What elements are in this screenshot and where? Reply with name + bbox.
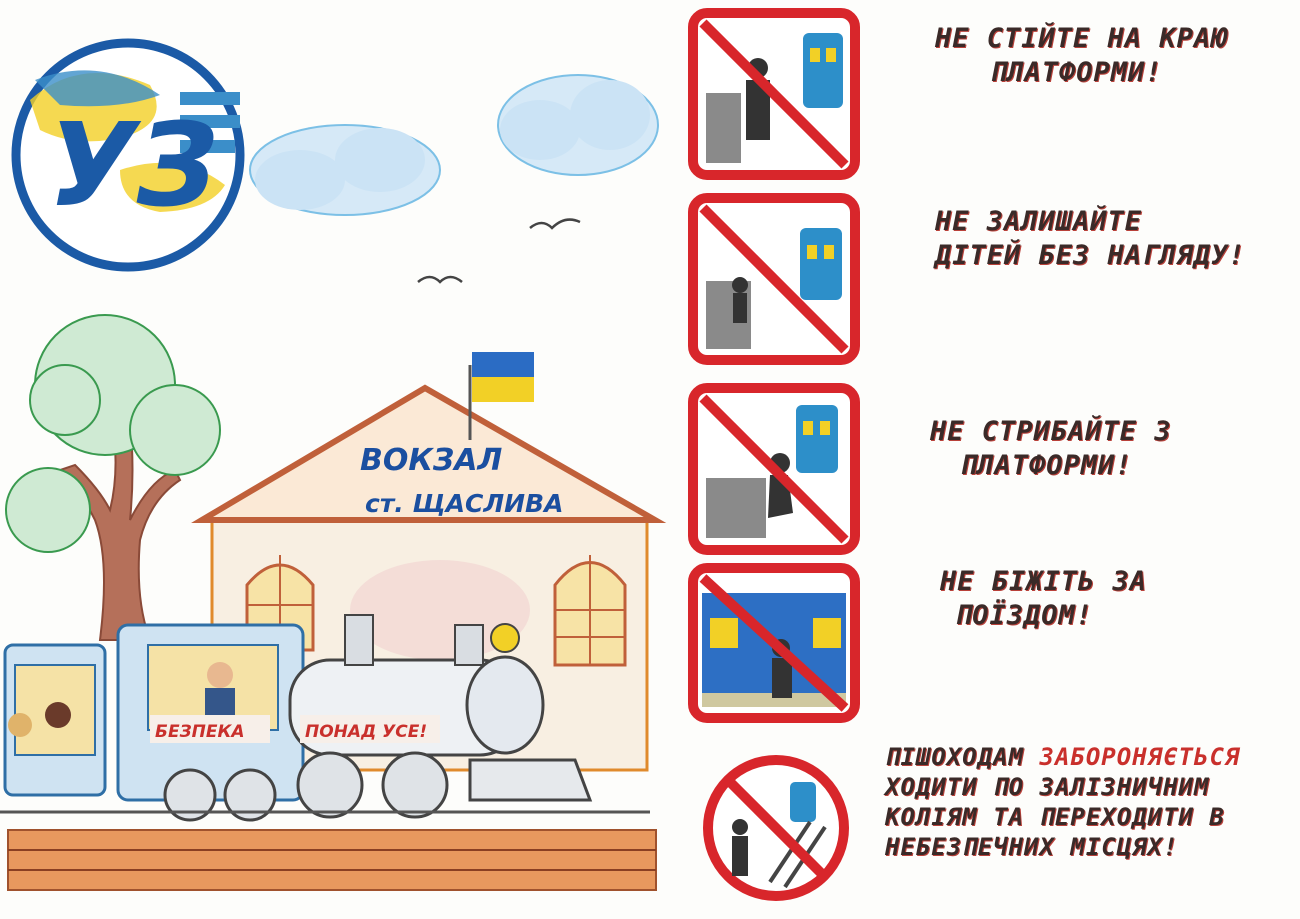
rule-3-line2: ПЛАТФОРМИ! <box>960 449 1133 481</box>
rule-3-text: НЕ СТРИБАЙТЕ З ПЛАТФОРМИ! <box>930 415 1172 483</box>
driver <box>207 662 233 688</box>
rule-5-line1: ПІШОХОДАМ ЗАБОРОНЯЄТЬСЯ <box>885 742 1240 772</box>
sign-jumping <box>688 383 860 555</box>
station-sign-line1: ВОКЗАЛ <box>360 443 502 478</box>
rule-2-text: НЕ ЗАЛИШАЙТЕ ДІТЕЙ БЕЗ НАГЛЯДУ! <box>935 205 1246 273</box>
train-banner-right: ПОНАД УСЕ! <box>305 722 427 742</box>
rule-5-line1-warn: ЗАБОРОНЯЄТЬСЯ <box>1039 743 1241 771</box>
rule-4-line1: НЕ БІЖІТЬ ЗА <box>940 566 1148 597</box>
sign-children <box>688 193 860 365</box>
logo-text: УЗ <box>48 99 218 233</box>
bird-2 <box>529 218 581 230</box>
train: БЕЗПЕКА ПОНАД УСЕ! <box>3 614 593 822</box>
rule-5-line3: КОЛІЯМ ТА ПЕРЕХОДИТИ В <box>885 803 1225 831</box>
rule-5-line4: НЕБЕЗПЕЧНИХ МІСЦЯХ! <box>885 833 1179 861</box>
rule-4-text: НЕ БІЖІТЬ ЗА ПОЇЗДОМ! <box>940 565 1147 633</box>
sign-platform-edge <box>688 8 860 180</box>
rule-3-line1: НЕ СТРИБАЙТЕ З <box>930 416 1172 447</box>
rule-4-line2: ПОЇЗДОМ! <box>955 599 1094 631</box>
uz-logo: УЗ <box>11 38 245 272</box>
bird-1 <box>417 275 463 284</box>
station-sign-line2: ст. ЩАСЛИВА <box>365 489 563 518</box>
rule-2-line1: НЕ ЗАЛИШАЙТЕ <box>935 206 1143 237</box>
platform <box>7 829 657 891</box>
sign-running <box>688 563 860 723</box>
rule-5-text: ПІШОХОДАМ ЗАБОРОНЯЄТЬСЯ ХОДИТИ ПО ЗАЛІЗН… <box>885 742 1240 862</box>
cloud-2 <box>497 74 659 176</box>
tree <box>5 314 221 641</box>
flag-blue <box>472 352 534 377</box>
cloud-1 <box>249 124 441 216</box>
flag-yellow <box>472 377 534 402</box>
rule-5-line1-start: ПІШОХОДАМ <box>885 743 1025 771</box>
train-banner-left: БЕЗПЕКА <box>155 722 245 742</box>
rule-5-line2: ХОДИТИ ПО ЗАЛІЗНИЧНИМ <box>885 773 1210 801</box>
rule-1-text: НЕ СТІЙТЕ НА КРАЮ ПЛАТФОРМИ! <box>935 22 1228 90</box>
rule-2-line2: ДІТЕЙ БЕЗ НАГЛЯДУ! <box>935 239 1246 271</box>
sign-no-pedestrians <box>703 755 849 901</box>
rule-1-line1: НЕ СТІЙТЕ НА КРАЮ <box>935 23 1229 54</box>
rule-1-line2: ПЛАТФОРМИ! <box>990 56 1163 88</box>
